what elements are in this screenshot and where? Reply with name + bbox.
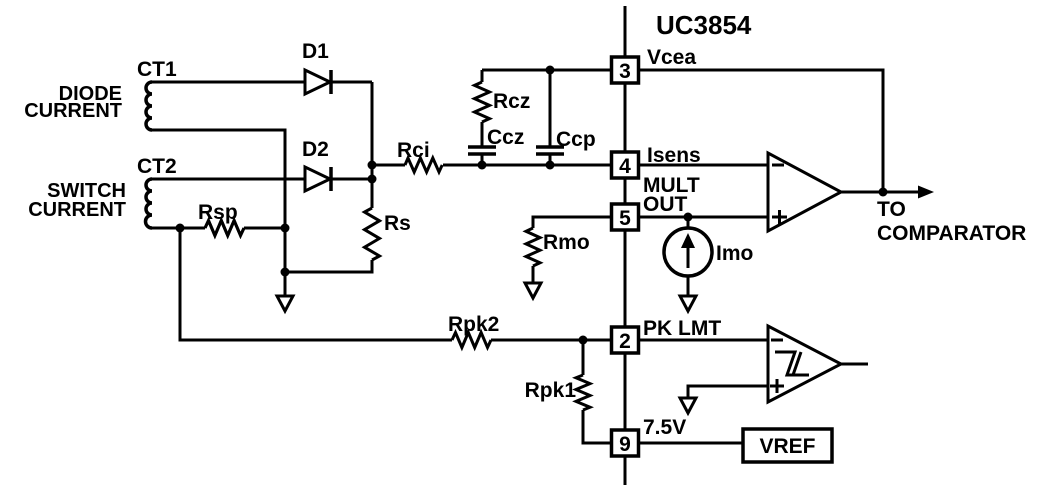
d1-label: D1 <box>302 40 329 63</box>
d2-label: D2 <box>302 138 329 161</box>
ct2-label: CT2 <box>137 155 177 178</box>
ct2-winding <box>143 177 153 230</box>
pin-number-3: 3 <box>619 60 631 83</box>
pin-number-5: 5 <box>619 207 631 230</box>
wire <box>686 384 768 398</box>
diode-d1-triangle <box>303 67 334 97</box>
resistor-rsp <box>203 216 246 240</box>
pin5-mult-out-label-line2: OUT <box>643 193 688 216</box>
ct1-winding <box>144 80 153 132</box>
current-arrow-head <box>681 233 695 248</box>
wire <box>581 410 611 445</box>
pin-box-9 <box>609 428 641 458</box>
junction-dot <box>578 335 588 345</box>
diode-d2-triangle <box>303 164 334 194</box>
junction-dot <box>545 65 555 75</box>
pin-number-2: 2 <box>619 330 631 353</box>
resistor-rcz <box>470 80 494 124</box>
wire <box>531 215 611 228</box>
pin9-7v5-label: 7.5V <box>643 416 686 439</box>
ground-icon <box>274 294 296 315</box>
resistor-rpk2 <box>450 328 493 352</box>
ccp-label: Ccp <box>556 128 596 151</box>
rcz-label: Rcz <box>493 90 530 113</box>
pin-box-2 <box>609 325 641 355</box>
comparator-peak-limit <box>766 323 845 405</box>
ground-icon <box>677 396 699 417</box>
diode-d1 <box>303 67 334 97</box>
pin-box-4 <box>609 150 641 180</box>
ic-name-label: UC3854 <box>656 10 752 40</box>
junction-dots <box>175 65 888 345</box>
resistor-rpk1 <box>572 373 594 412</box>
capacitor-ccp <box>536 70 564 165</box>
pin-5: 5 <box>609 202 641 232</box>
junction-dot <box>280 223 290 233</box>
pin-number-9: 9 <box>619 433 631 456</box>
pin-2: 2 <box>609 325 641 355</box>
pin5-mult-out-label-line1: MULT <box>643 174 700 197</box>
to-comparator-label-line2: COMPARATOR <box>877 222 1026 245</box>
diode-current-label-line2: CURRENT <box>24 100 122 122</box>
junction-dot <box>367 160 377 170</box>
junction-dot <box>280 267 290 277</box>
wire <box>178 228 452 342</box>
resistor-rmo <box>522 226 544 268</box>
vref-label: VREF <box>759 435 815 458</box>
wire <box>285 260 374 274</box>
junction-dot <box>545 160 555 170</box>
pin-box-5 <box>609 202 641 232</box>
hysteresis-icon <box>775 350 809 377</box>
pin-9: 9 <box>609 428 641 458</box>
pin-3: 3 <box>609 55 641 85</box>
rsp-label: Rsp <box>198 201 238 224</box>
pin2-pk-lmt-label: PK LMT <box>643 317 721 340</box>
to-comparator-arrowhead <box>918 185 934 199</box>
rpk2-label: Rpk2 <box>448 313 499 336</box>
ground-icon <box>677 294 699 315</box>
pin-box-3 <box>609 55 641 85</box>
switch-current-label-line1: SWITCH <box>47 180 126 202</box>
switch-current-label-line2: CURRENT <box>28 199 126 221</box>
opamp-current-amplifier <box>766 150 845 234</box>
rci-label: Rci <box>397 139 430 162</box>
imo-label: Imo <box>716 242 753 265</box>
current-source-imo <box>662 226 714 278</box>
wires <box>152 6 920 485</box>
pin4-isens-label: Isens <box>647 144 701 167</box>
resistor-rs <box>361 206 383 262</box>
rpk1-label: Rpk1 <box>525 379 577 402</box>
vref-box <box>741 427 834 464</box>
to-comparator-label-line1: TO <box>877 198 906 221</box>
junction-dot <box>477 160 487 170</box>
junction-dot <box>175 223 185 233</box>
wire <box>639 68 885 192</box>
opamp-triangle <box>766 150 845 234</box>
ccz-label: Ccz <box>487 126 524 149</box>
junction-dot <box>878 187 888 197</box>
pin3-vcea-label: Vcea <box>647 46 696 69</box>
vref-block: VREF <box>741 427 834 464</box>
ct1-label: CT1 <box>137 58 177 81</box>
resistor-rci <box>403 154 444 176</box>
diode-current-label-line1: DIODE <box>59 83 122 105</box>
capacitor-ccz <box>468 122 496 165</box>
diode-d2 <box>303 164 334 194</box>
junction-dot <box>367 174 377 184</box>
pin-number-4: 4 <box>619 155 631 178</box>
rmo-label: Rmo <box>543 231 590 254</box>
ground-icon <box>522 281 544 302</box>
pin-4: 4 <box>609 150 641 180</box>
current-source-circle <box>662 226 714 278</box>
junction-dot <box>683 212 693 222</box>
comparator-triangle <box>766 323 845 405</box>
wire <box>152 128 287 296</box>
rs-label: Rs <box>384 212 411 235</box>
